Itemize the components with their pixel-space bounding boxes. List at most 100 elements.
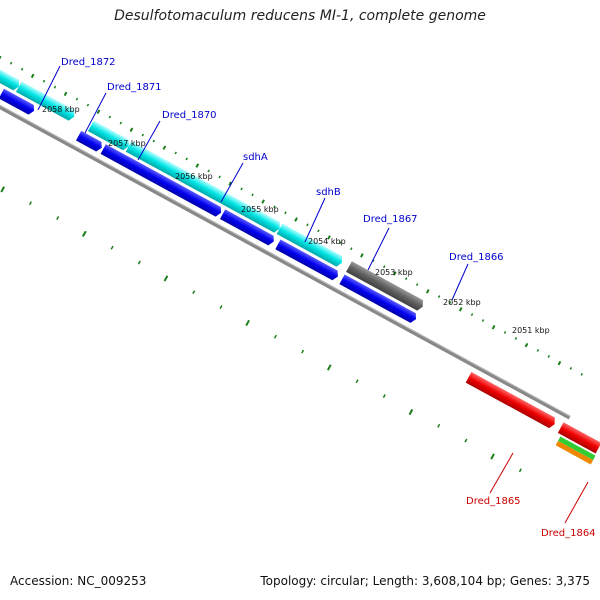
scale-tick: [0, 186, 5, 193]
gene-label-sdhB[interactable]: sdhB: [316, 187, 341, 198]
scale-label: 2057 kbp: [108, 139, 146, 148]
scale-tick: [464, 438, 468, 443]
scale-tick: [0, 55, 2, 61]
scale-label: 2053 kbp: [375, 268, 413, 277]
scale-tick: [524, 342, 529, 348]
scale-tick: [42, 79, 46, 83]
scale-tick: [30, 73, 35, 79]
scale-tick: [327, 235, 331, 240]
scale-tick: [360, 253, 364, 258]
gene-label-Dred_1871[interactable]: Dred_1871: [107, 82, 162, 93]
scale-tick: [251, 193, 254, 197]
scale-tick: [458, 307, 463, 312]
scale-label: 2058 kbp: [42, 105, 80, 114]
scale-tick: [110, 245, 114, 250]
gene-blue-7[interactable]: [339, 274, 418, 324]
scale-tick: [53, 85, 57, 89]
map-title: Desulfotomaculum reducens MI-1, complete…: [114, 8, 486, 24]
gene-Dred_1865[interactable]: [465, 372, 558, 429]
scale-tick: [228, 181, 233, 186]
scale-tick: [547, 355, 551, 358]
gene-blue-5[interactable]: [219, 209, 276, 246]
scale-tick: [448, 301, 452, 304]
scale-tick: [425, 289, 430, 294]
scale-tick: [514, 337, 518, 340]
scale-tick: [273, 334, 277, 339]
scale-label: 2056 kbp: [175, 172, 213, 181]
scale-tick: [339, 241, 342, 245]
gene-label-Dred_1865[interactable]: Dred_1865: [466, 496, 521, 507]
scale-tick: [580, 372, 584, 376]
scale-tick: [557, 360, 562, 366]
gene-label-Dred_1864[interactable]: Dred_1864: [541, 528, 596, 539]
scale-label: 2054 kbp: [308, 237, 346, 246]
gene-blue-3[interactable]: [76, 130, 104, 153]
scale-tick: [372, 259, 375, 263]
gene-Dred_1866[interactable]: [346, 261, 425, 312]
gene-label-Dred_1870[interactable]: Dred_1870: [162, 110, 217, 121]
scale-tick: [137, 260, 141, 265]
scale-label: 2051 kbp: [512, 326, 550, 335]
gene-sdhB[interactable]: [276, 223, 345, 268]
scale-tick: [63, 91, 68, 97]
scale-tick: [185, 157, 188, 161]
gene-Dred_1864[interactable]: [557, 422, 600, 454]
scale-tick: [9, 61, 13, 65]
genome-backbone: [0, 71, 571, 420]
scale-tick: [294, 217, 298, 222]
scale-tick: [470, 313, 474, 316]
scale-label: 2052 kbp: [443, 298, 481, 307]
scale-tick: [392, 271, 397, 276]
gene-blue-2[interactable]: [0, 88, 36, 116]
scale-tick: [491, 324, 496, 330]
scale-tick: [355, 379, 359, 384]
gene-Dred_1870[interactable]: [87, 120, 131, 152]
scale-tick: [301, 349, 305, 354]
scale-tick: [141, 133, 145, 137]
gene-Dred_1872[interactable]: [0, 43, 22, 92]
scale-tick: [86, 103, 90, 107]
scale-tick: [174, 151, 177, 155]
scale-tick: [119, 121, 123, 125]
scale-tick: [56, 216, 60, 220]
scale-tick: [382, 394, 386, 399]
gene-green[interactable]: [558, 436, 596, 461]
gene-sdhA[interactable]: [125, 141, 283, 234]
scale-tick: [317, 229, 320, 233]
scale-tick: [82, 230, 87, 238]
scale-tick: [192, 290, 196, 295]
scale-tick: [163, 275, 169, 282]
scale-tick: [437, 295, 441, 298]
scale-tick: [404, 277, 408, 281]
scale-tick: [408, 408, 414, 416]
gene-orange[interactable]: [555, 440, 594, 465]
scale-tick: [326, 364, 332, 371]
scale-tick: [536, 349, 540, 352]
gene-label-sdhA[interactable]: sdhA: [243, 152, 268, 163]
scale-label: 2055 kbp: [241, 205, 279, 214]
gene-blue-4[interactable]: [100, 144, 224, 218]
gene-Dred_1871[interactable]: [15, 81, 77, 122]
gene-blue-6[interactable]: [275, 239, 340, 282]
gene-label-Dred_1866[interactable]: Dred_1866: [449, 252, 504, 263]
scale-tick: [108, 115, 112, 119]
scale-tick: [195, 163, 200, 168]
gene-label-Dred_1867[interactable]: Dred_1867: [363, 214, 418, 225]
scale-tick: [518, 468, 522, 473]
scale-tick: [162, 145, 167, 150]
scale-tick: [219, 305, 223, 309]
scale-tick: [437, 423, 441, 428]
genome-summary-text: Topology: circular; Length: 3,608,104 bp…: [260, 574, 590, 588]
scale-tick: [273, 205, 276, 209]
scale-tick: [569, 366, 573, 370]
scale-tick: [284, 211, 287, 215]
scale-tick: [240, 187, 243, 191]
scale-tick: [218, 175, 221, 179]
gene-label-Dred_1872[interactable]: Dred_1872: [61, 57, 116, 68]
scale-tick: [481, 319, 485, 322]
scale-tick: [261, 199, 265, 204]
accession-text: Accession: NC_009253: [10, 574, 147, 588]
scale-tick: [382, 265, 386, 269]
scale-tick: [75, 97, 79, 101]
